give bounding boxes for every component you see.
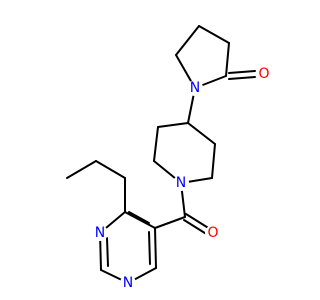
- bond: [66, 160, 97, 179]
- bond: [124, 211, 156, 229]
- atom-label-background: [187, 80, 203, 96]
- bond: [175, 25, 200, 56]
- atom-symbol: N: [95, 225, 105, 241]
- atom-n-piperidine: N: [173, 175, 189, 191]
- structure-canvas: O N N O N N: [66, 25, 272, 291]
- atom-label-background: [92, 225, 108, 241]
- atom-n-pyrimidine-lower: N: [120, 275, 136, 291]
- atom-symbol: N: [190, 80, 200, 96]
- atom-layer: O N N O N N: [92, 66, 272, 291]
- bond-double: [183, 219, 209, 236]
- atom-label-background: [173, 175, 189, 191]
- atom-label-background: [256, 66, 272, 82]
- atom-n-pyrimidine-upper: N: [92, 225, 108, 241]
- bond-layer: [66, 25, 256, 284]
- atom-label-background: [120, 275, 136, 291]
- bond: [153, 126, 159, 162]
- bond-double: [228, 76, 256, 80]
- bond-inner: [148, 231, 151, 265]
- bond: [211, 143, 216, 179]
- bond-double: [228, 70, 256, 74]
- bond-inner: [128, 211, 150, 224]
- atom-symbol: N: [176, 175, 186, 191]
- bond-inner: [106, 237, 109, 267]
- atom-o-lactam: O: [256, 66, 272, 82]
- bond: [187, 122, 216, 145]
- bond: [154, 227, 157, 269]
- bond: [154, 216, 186, 229]
- bond: [95, 160, 126, 179]
- molecule-drawing: O N N O N N: [66, 25, 272, 291]
- bond: [225, 42, 230, 77]
- bond: [198, 25, 230, 44]
- atom-o-carbonyl: O: [205, 225, 221, 241]
- atom-symbol: N: [123, 275, 133, 291]
- bond: [157, 122, 189, 128]
- bond-double: [185, 213, 211, 230]
- atom-label-background: [205, 225, 221, 241]
- atom-n-pyrrolidone: N: [187, 80, 203, 96]
- atom-symbol: O: [258, 66, 269, 82]
- atom-symbol: O: [207, 225, 218, 241]
